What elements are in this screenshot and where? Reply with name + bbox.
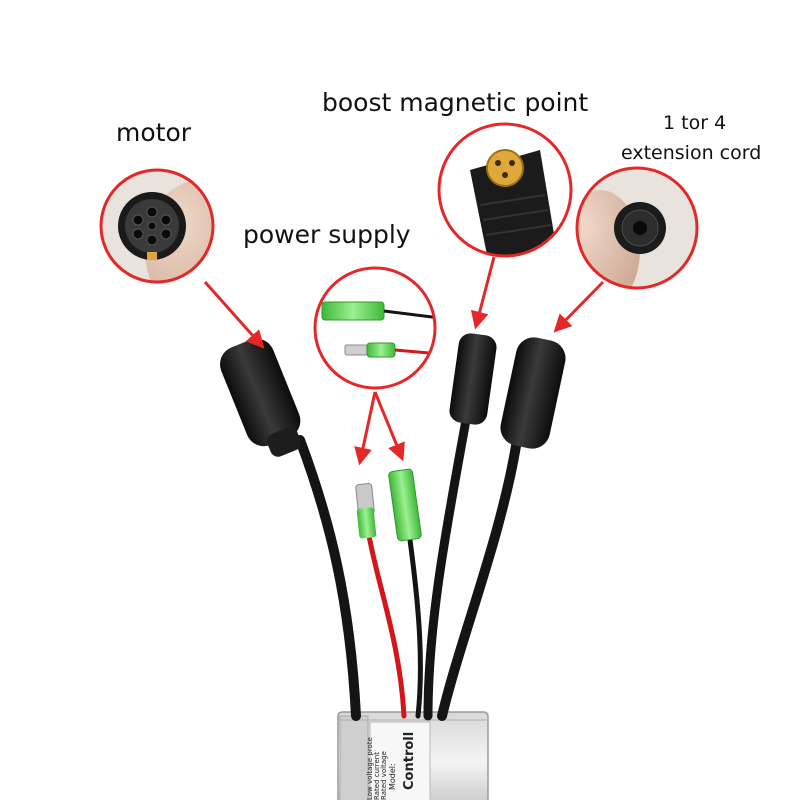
arrow-power-left [354, 391, 377, 466]
extension-callout [575, 166, 699, 290]
controller-label-title: Controll [402, 731, 417, 790]
arrow-power-right [373, 391, 405, 462]
boost-callout [437, 122, 573, 258]
boost-connector [449, 333, 497, 425]
boost-cable [423, 415, 471, 721]
power-wire-red [365, 527, 407, 719]
controller-label-low-voltage: Low voltage prote [366, 737, 374, 800]
power-terminal-male [355, 483, 377, 539]
motor-connector [219, 338, 301, 457]
boost-magnetic-point-label: boost magnetic point [322, 88, 589, 117]
power-wire-black [407, 537, 423, 719]
arrow-motor [203, 281, 265, 349]
controller-label-model: Model: [388, 763, 397, 790]
motor-callout [99, 168, 215, 284]
extension-label-line2: extension cord [621, 142, 762, 164]
arrow-extension [553, 280, 605, 333]
extension-connector [500, 337, 566, 449]
power-supply-callout [313, 266, 437, 390]
power-supply-label: power supply [243, 220, 411, 249]
motor-cable [295, 435, 361, 721]
extension-cable [437, 441, 521, 721]
controller-label-current: Rated current [373, 752, 381, 800]
arrows [203, 256, 605, 466]
motor-label: motor [116, 118, 192, 147]
arrow-boost [470, 256, 496, 330]
controller-label-voltage: Rated voltage [380, 751, 388, 800]
extension-label-line1: 1 tor 4 [663, 112, 727, 134]
controller-box [337, 711, 489, 804]
power-terminal-female [388, 468, 422, 542]
cables [295, 415, 521, 721]
